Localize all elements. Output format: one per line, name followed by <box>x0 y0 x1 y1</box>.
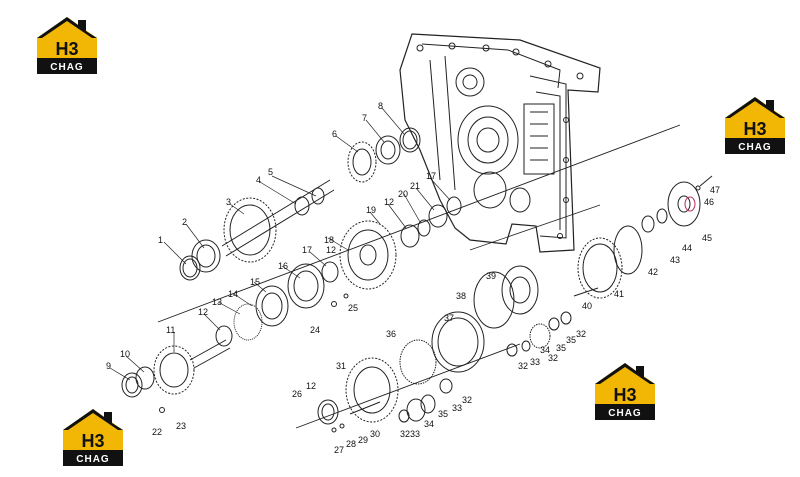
part-label: 6 <box>332 129 338 139</box>
part-label: 23 <box>176 421 187 431</box>
logo-mark: H3 <box>55 39 78 59</box>
part-label: 3 <box>226 197 232 207</box>
logo-word: CHAG <box>738 142 771 153</box>
part-label: 2 <box>182 217 188 227</box>
part-label: 26 <box>292 389 303 399</box>
part-label: 32 <box>548 353 559 363</box>
part-label: 34 <box>424 419 435 429</box>
brand-logo: H3 CHAG <box>592 360 658 422</box>
leader-lines <box>109 107 451 381</box>
part-label: 31 <box>336 361 347 371</box>
part-label: 37 <box>444 313 455 323</box>
part-label: 33 <box>530 357 541 367</box>
part-label: 11 <box>166 325 176 335</box>
part-label: 17 <box>302 245 313 255</box>
part-label: 28 <box>346 439 357 449</box>
part-label: 41 <box>614 289 625 299</box>
part-label: 1 <box>158 235 164 245</box>
logo-word: CHAG <box>76 454 109 465</box>
part-label: 42 <box>648 267 659 277</box>
logo-mark: H3 <box>81 431 104 451</box>
part-label: 5 <box>268 167 274 177</box>
part-label: 12 <box>384 197 395 207</box>
part-label: 32 <box>462 395 473 405</box>
part-label: 19 <box>366 205 377 215</box>
part-label: 24 <box>310 325 321 335</box>
part-label: 36 <box>386 329 397 339</box>
part-label: 27 <box>334 445 345 455</box>
house-logo-icon: H3 CHAG <box>595 363 655 420</box>
part-label: 33 <box>452 403 463 413</box>
part-label: 34 <box>540 345 551 355</box>
gearbox-housing <box>399 33 601 253</box>
part-label: 45 <box>702 233 713 243</box>
part-label: 21 <box>410 181 421 191</box>
bottom-gear-assembly <box>317 265 572 433</box>
brand-logo: H3 CHAG <box>722 94 788 156</box>
part-label: 33 <box>410 429 421 439</box>
part-label: 22 <box>152 427 163 437</box>
logo-mark: H3 <box>613 385 636 405</box>
part-label: 14 <box>228 289 239 299</box>
part-label: 10 <box>120 349 131 359</box>
brand-logo: H3 CHAG <box>34 14 100 76</box>
part-label: 46 <box>704 197 715 207</box>
logo-word: CHAG <box>50 62 83 73</box>
part-label: 4 <box>256 175 262 185</box>
part-label: 38 <box>456 291 467 301</box>
middle-shaft-assembly <box>321 196 462 290</box>
logo-word: CHAG <box>608 408 641 419</box>
part-label: 44 <box>682 243 693 253</box>
part-label: 29 <box>358 435 369 445</box>
part-label: 20 <box>398 189 409 199</box>
part-label: 25 <box>348 303 359 313</box>
part-label: 12 <box>326 245 337 255</box>
brand-logo: H3 CHAG <box>60 406 126 468</box>
part-label: 13 <box>212 297 223 307</box>
part-label: 35 <box>438 409 449 419</box>
part-label: 47 <box>710 185 721 195</box>
house-logo-icon: H3 CHAG <box>725 97 785 154</box>
logo-mark: H3 <box>743 119 766 139</box>
part-label: 7 <box>362 113 368 123</box>
part-label: 40 <box>582 301 593 311</box>
house-logo-icon: H3 CHAG <box>63 409 123 466</box>
part-label: 32 <box>400 429 411 439</box>
part-label: 8 <box>378 101 384 111</box>
part-label: 35 <box>556 343 567 353</box>
part-label: 32 <box>518 361 529 371</box>
part-label: 9 <box>106 361 112 371</box>
upper-shaft-assembly <box>179 127 421 281</box>
part-label: 32 <box>576 329 587 339</box>
part-label: 30 <box>370 429 381 439</box>
planetary-assembly <box>573 175 713 299</box>
part-label: 12 <box>306 381 317 391</box>
house-logo-icon: H3 CHAG <box>37 17 97 74</box>
part-label: 43 <box>670 255 681 265</box>
part-label: 16 <box>278 261 289 271</box>
part-label: 17 <box>426 171 437 181</box>
part-label: 12 <box>198 307 209 317</box>
part-label: 15 <box>250 277 261 287</box>
part-label: 18 <box>324 235 335 245</box>
part-label: 35 <box>566 335 577 345</box>
part-label: 39 <box>486 271 497 281</box>
